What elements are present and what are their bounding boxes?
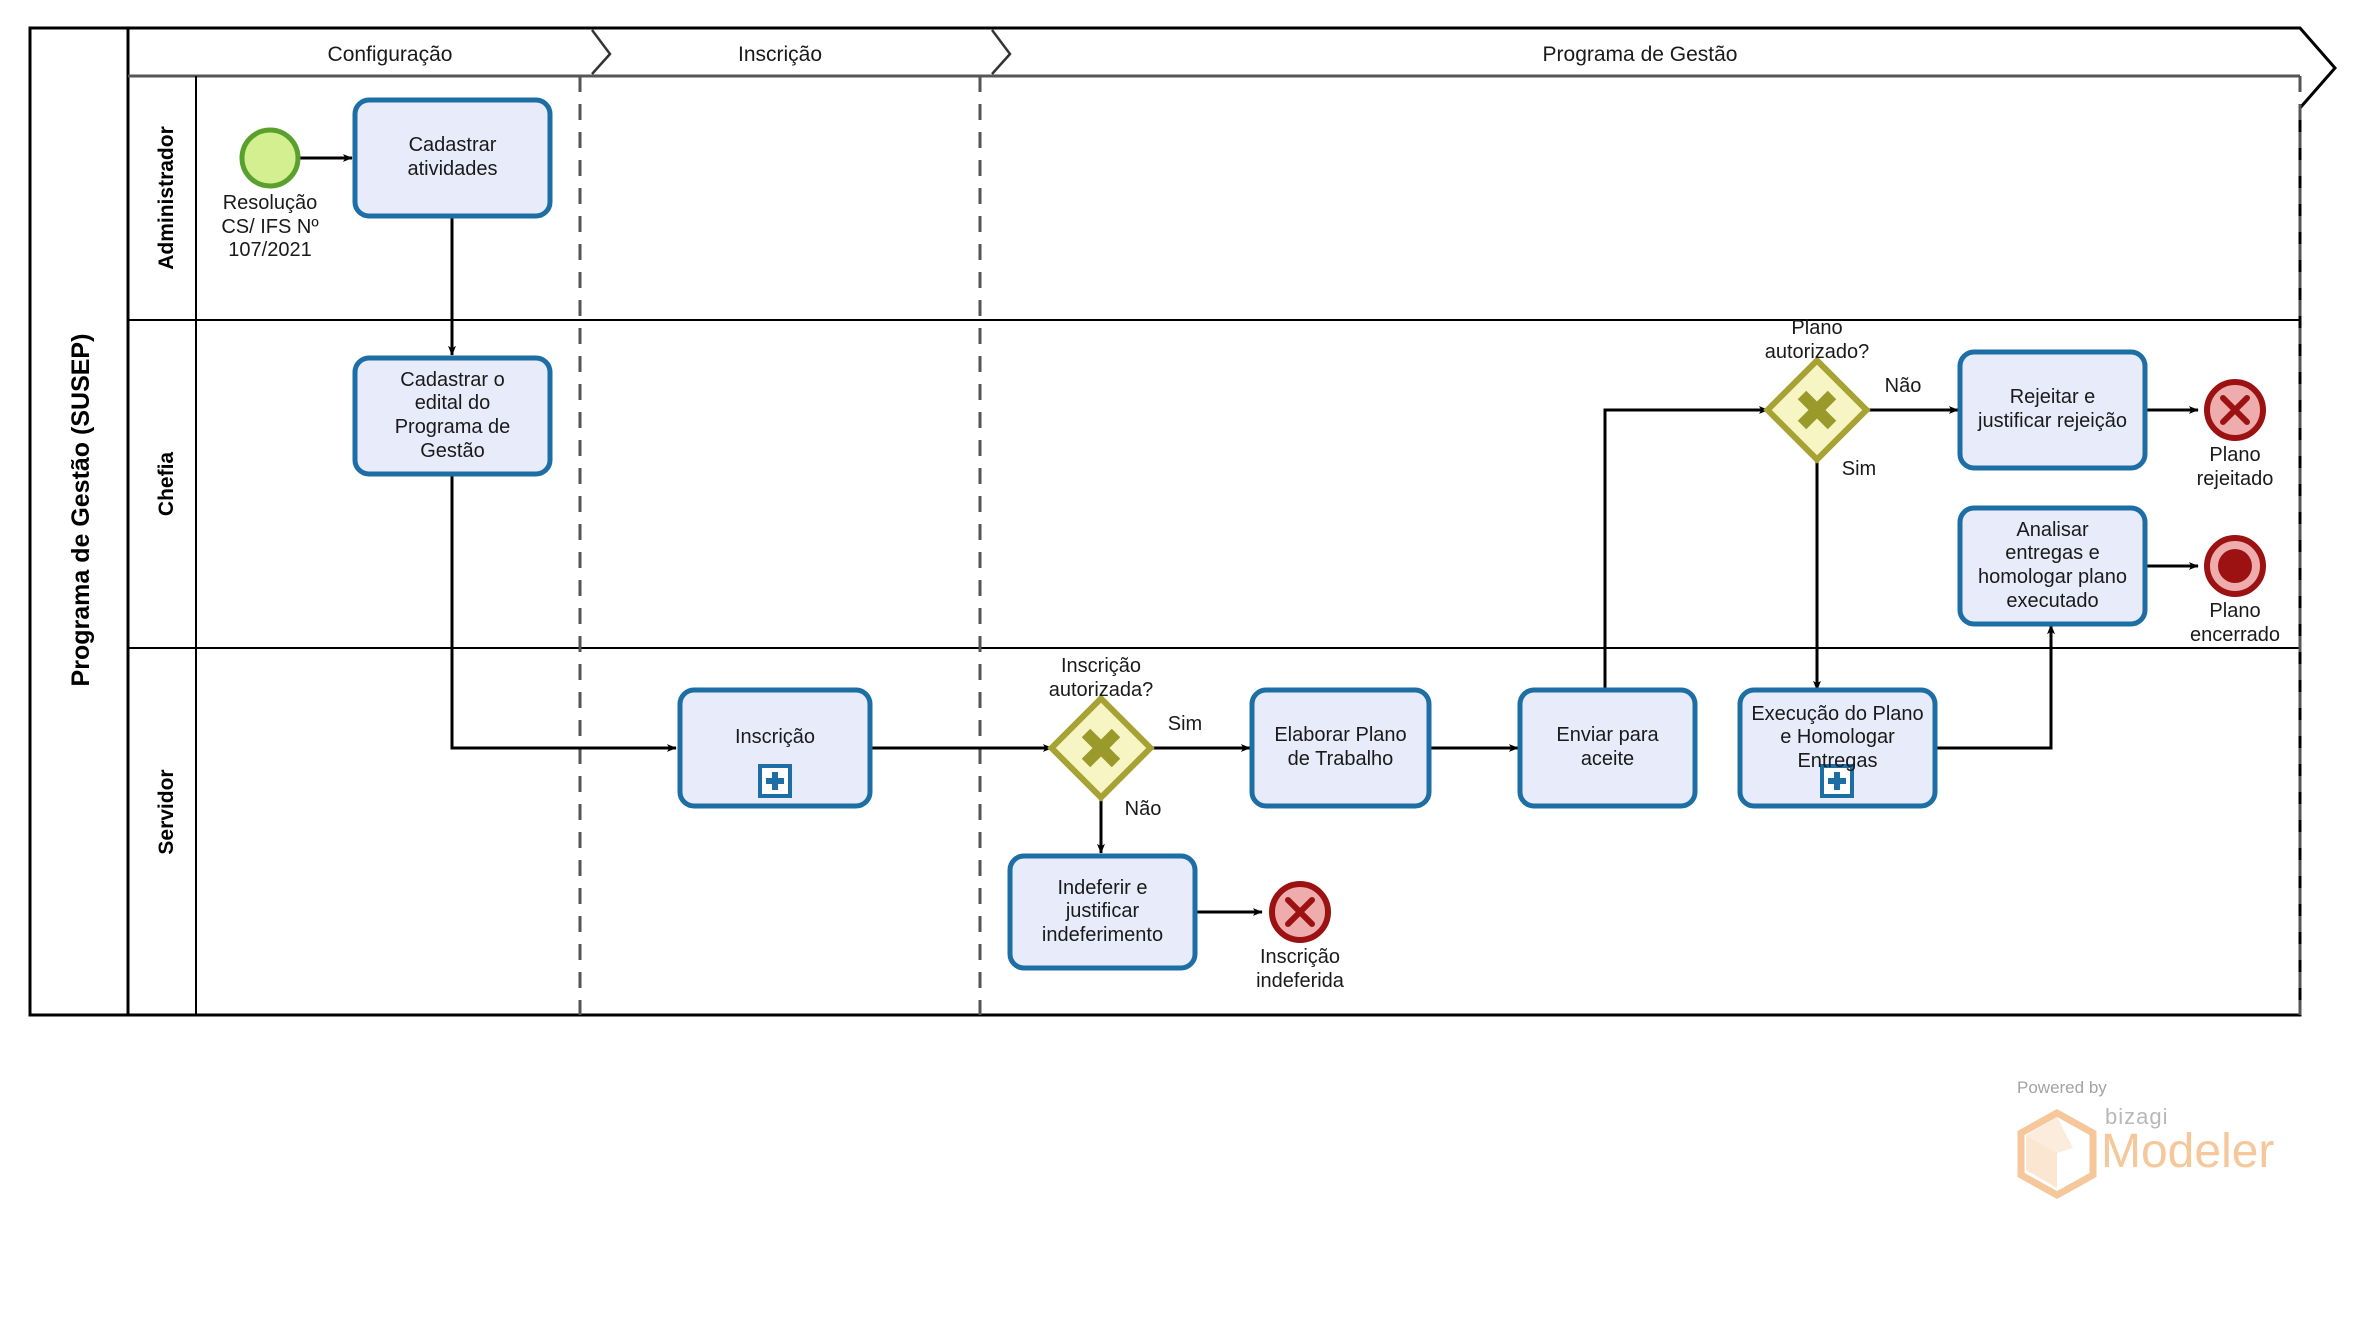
flow-enviar-to-gateway-plano [1603,406,1769,690]
logo-powered-by-text: Powered by [2017,1078,2107,1097]
lane-separators [128,76,2300,1015]
plus-icon [1820,764,1854,798]
phase-dividers [578,29,2302,1015]
logo-modeler-text: Modeler [2101,1125,2275,1178]
start-event-resolucao[interactable] [239,127,301,189]
logo-bizagi-text: bizagi [2105,1104,2169,1129]
task-cadastrar-edital[interactable] [352,355,553,477]
plus-icon [758,764,792,798]
bizagi-cube-icon [2017,1108,2097,1200]
task-elaborar-plano[interactable] [1249,687,1432,809]
gateway-inscricao-autorizada[interactable] [1047,694,1155,802]
task-indeferir-justificar[interactable] [1007,853,1198,971]
task-rejeitar-justificar[interactable] [1957,349,2148,471]
end-event-plano-rejeitado[interactable] [2204,379,2266,441]
subprocess-inscricao[interactable] [677,687,873,809]
bizagi-modeler-logo: Powered by bizagi Modeler [1995,1078,2325,1200]
end-event-inscricao-indeferida[interactable] [1269,881,1331,943]
subprocess-execucao-plano[interactable] [1737,687,1938,809]
flow-edital-to-inscricao [450,474,677,752]
gateway-plano-autorizado[interactable] [1763,356,1871,464]
flow-execucao-to-analisar [1933,624,2055,750]
task-enviar-para-aceite[interactable] [1517,687,1698,809]
sequence-flows [300,154,2199,916]
end-event-plano-encerrado[interactable] [2204,535,2266,597]
task-cadastrar-atividades[interactable] [352,97,553,219]
task-analisar-homologar[interactable] [1957,505,2148,627]
